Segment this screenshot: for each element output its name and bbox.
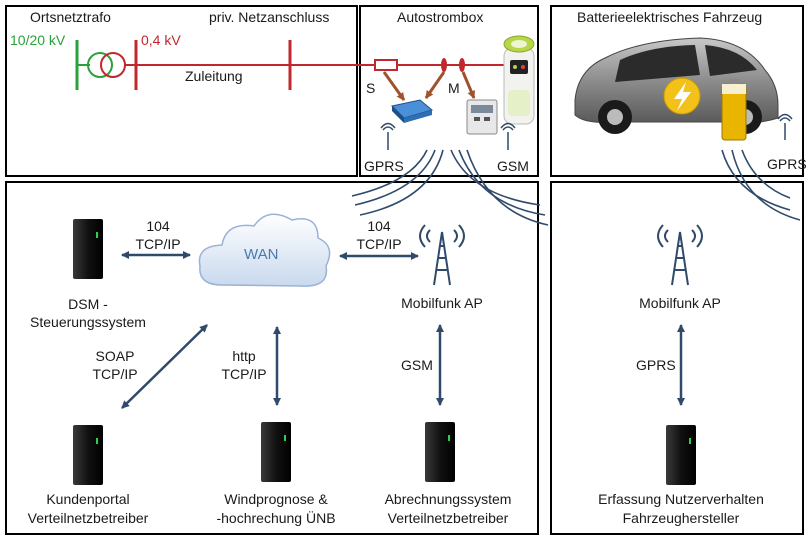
label-wan: WAN — [244, 246, 279, 263]
arrow-wan-kundenportal — [121, 324, 208, 409]
label-link-gsm: GSM — [401, 357, 433, 373]
label-abrechnung-1: Abrechnungssystem — [384, 491, 512, 507]
gprs-modem-icon — [390, 99, 434, 123]
panel-oem — [550, 181, 804, 535]
label-zuleitung: Zuleitung — [185, 68, 243, 84]
panel-grid — [5, 5, 358, 177]
panel-network — [5, 181, 539, 535]
panel-car — [550, 5, 804, 177]
label-gsm-box: GSM — [497, 158, 529, 174]
label-mv-voltage: 10/20 kV — [10, 32, 66, 48]
charging-station-icon — [503, 35, 535, 125]
label-kundenportal-1: Kundenportal — [46, 491, 130, 507]
label-abrechnung-2: Verteilnetzbetreiber — [387, 510, 509, 526]
label-link-dsm-2: TCP/IP — [135, 236, 181, 252]
fuse-icon — [374, 59, 398, 71]
label-link-soap-1: SOAP — [95, 348, 135, 364]
label-link-http-1: http — [232, 348, 256, 364]
label-windprognose-1: Windprognose & — [224, 491, 328, 507]
server-icon-abrechnung — [425, 422, 455, 482]
meter-ct-icon — [441, 58, 465, 72]
wan-cloud-icon — [198, 213, 331, 287]
radio-waves-box — [351, 149, 549, 226]
label-gprs-car: GPRS — [767, 156, 807, 172]
box-title: Autostrombox — [397, 9, 484, 25]
label-netzanschluss: priv. Netzanschluss — [209, 9, 330, 25]
car-title: Batterieelektrisches Fahrzeug — [577, 9, 763, 25]
antenna-icon-gsm-box — [500, 122, 516, 150]
label-erfassung-2: Fahrzeughersteller — [622, 510, 740, 526]
label-link-gprs: GPRS — [636, 357, 676, 373]
server-icon-dsm — [73, 219, 103, 279]
label-dsm-2: Steuerungssystem — [30, 314, 146, 330]
label-ortsnetztrafo: Ortsnetztrafo — [30, 9, 111, 25]
smart-meter-icon — [466, 99, 498, 135]
radio-waves-car — [721, 149, 801, 221]
label-s: S — [366, 80, 376, 96]
server-icon-kundenportal — [73, 425, 103, 485]
label-dsm-1: DSM - — [68, 296, 108, 312]
label-m: M — [448, 80, 460, 96]
label-gprs-box: GPRS — [364, 158, 404, 174]
label-lv-voltage: 0,4 kV — [141, 32, 181, 48]
electric-car-icon — [574, 37, 779, 141]
panel-box — [359, 5, 539, 177]
label-link-soap-2: TCP/IP — [92, 366, 138, 382]
label-link-ap-1: 104 — [367, 218, 391, 234]
label-erfassung-1: Erfassung Nutzerverhalten — [598, 491, 764, 507]
server-icon-erfassung — [666, 425, 696, 485]
antenna-icon-gprs-car — [777, 113, 793, 140]
antenna-icon-gprs-box — [380, 122, 396, 150]
label-link-dsm-1: 104 — [146, 218, 170, 234]
tower-icon-left — [419, 224, 465, 286]
label-mobilfunk-right: Mobilfunk AP — [639, 295, 721, 311]
server-icon-windprognose — [261, 422, 291, 482]
label-mobilfunk-left: Mobilfunk AP — [401, 295, 483, 311]
label-windprognose-2: -hochrechung ÜNB — [216, 510, 336, 526]
label-link-http-2: TCP/IP — [221, 366, 267, 382]
transformer-icon — [75, 40, 126, 90]
label-link-ap-2: TCP/IP — [356, 236, 402, 252]
tower-icon-right — [657, 224, 703, 286]
label-kundenportal-2: Verteilnetzbetreiber — [27, 510, 149, 526]
